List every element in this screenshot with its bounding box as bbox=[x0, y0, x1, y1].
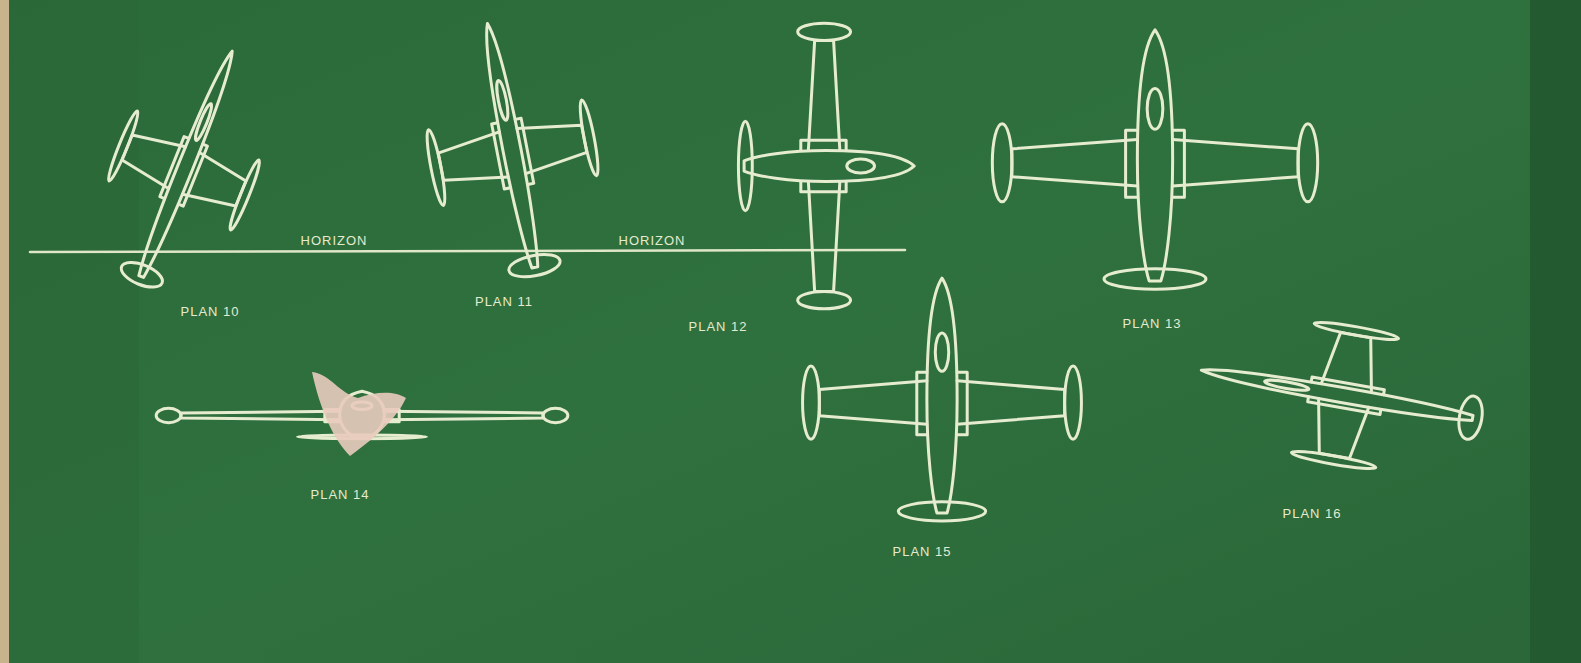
airplane-sketch bbox=[992, 30, 1317, 289]
airplane-sketch bbox=[1189, 302, 1493, 489]
plan-label: PLAN 14 bbox=[310, 488, 369, 501]
horizon-label: HORIZON bbox=[619, 234, 686, 247]
airplane-sketch bbox=[738, 23, 914, 309]
board-frame bbox=[0, 0, 9, 663]
plan-label: PLAN 15 bbox=[892, 545, 951, 558]
airplane-sketch bbox=[73, 25, 296, 310]
airplane-sketch bbox=[803, 278, 1082, 521]
plan-label: PLAN 16 bbox=[1282, 507, 1341, 520]
plan-label: PLAN 11 bbox=[475, 295, 533, 308]
horizon-label: HORIZON bbox=[301, 234, 368, 247]
chalk-smudge bbox=[312, 372, 406, 456]
airplane-sketch bbox=[406, 8, 618, 292]
plan-label: PLAN 12 bbox=[688, 320, 747, 333]
board-edge bbox=[1530, 0, 1581, 663]
plan-label: PLAN 10 bbox=[180, 305, 239, 318]
horizon-line bbox=[30, 250, 905, 252]
plan-label: PLAN 13 bbox=[1122, 317, 1181, 330]
board-shade bbox=[9, 0, 139, 663]
